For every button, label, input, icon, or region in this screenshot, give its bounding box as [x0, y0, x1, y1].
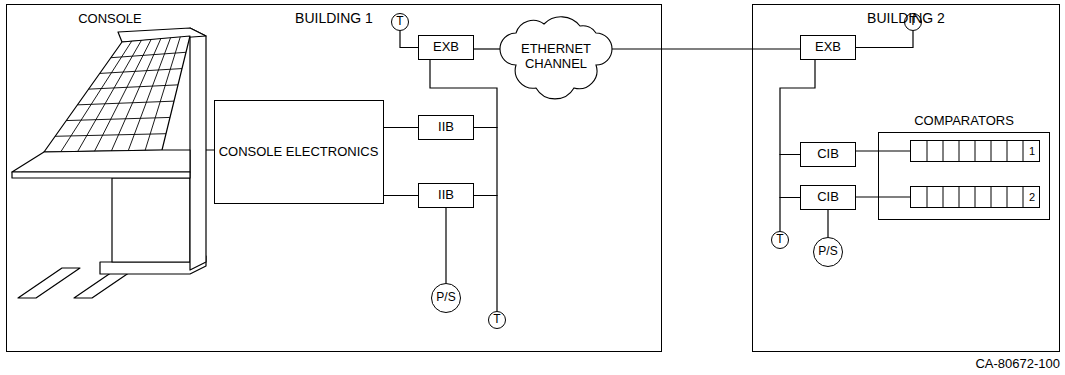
console-key-column [145, 37, 180, 150]
bus-connector [856, 196, 910, 197]
node-label: 1 [1029, 141, 1035, 161]
network-cloud: ETHERNET CHANNEL [500, 18, 612, 96]
bus-connector [780, 198, 800, 232]
console-key-column [128, 38, 170, 151]
bus-connector [400, 31, 418, 48]
node-label: IIB [438, 120, 454, 135]
console-side [190, 28, 206, 270]
building-heading: BUILDING 1 [295, 10, 373, 26]
comparator-group: COMPARATORS12 [878, 132, 1050, 220]
terminator-circle: T [391, 13, 409, 31]
node-label: T [776, 233, 783, 247]
interface-box: CIB [800, 142, 856, 167]
node-label: COMPARATORS [879, 114, 1049, 129]
console-desk [12, 150, 190, 172]
bus-connector [827, 210, 828, 237]
bus-connector [445, 208, 446, 283]
bus-connector [384, 195, 419, 196]
console-cable [206, 149, 240, 150]
bus-connector [474, 196, 497, 312]
node-label: T [493, 313, 500, 327]
interface-box: EXB [418, 35, 474, 60]
bus-connector [780, 60, 815, 155]
power-supply-circle: P/S [813, 237, 843, 267]
power-supply-circle: P/S [431, 283, 461, 313]
interface-box: EXB [800, 35, 856, 60]
comparator-cells [911, 141, 1039, 161]
node-label: EXB [815, 40, 841, 55]
interface-box: CIB [800, 185, 856, 210]
node-label: IIB [438, 188, 454, 203]
node-label: T [396, 15, 403, 29]
node-label: ETHERNET CHANNEL [514, 42, 598, 72]
console-label: CONSOLE [78, 11, 142, 26]
bus-connector [384, 127, 419, 128]
comparator-strip: 2 [910, 186, 1040, 208]
console-key-column [95, 39, 152, 151]
node-label: CIB [817, 147, 839, 162]
comparator-cells [911, 187, 1039, 207]
console-foot [18, 268, 80, 298]
bus-connector [474, 48, 500, 49]
node-label: P/S [436, 291, 455, 305]
node-label: T [909, 15, 916, 29]
bus-connector [856, 150, 910, 151]
interface-box: IIB [418, 115, 474, 140]
node-label: EXB [433, 40, 459, 55]
building-heading: BUILDING 2 [867, 10, 945, 26]
bus-connector [612, 48, 800, 49]
node-label: CONSOLE ELECTRONICS [219, 145, 379, 160]
building-outline: BUILDING 1 T EXB CONSOLE ELECTRONICS IIB IIB P… [6, 4, 662, 352]
node-label: CIB [817, 190, 839, 205]
terminator-circle: T [488, 311, 506, 329]
terminator-circle: T [771, 231, 789, 249]
console-desk-lip [12, 172, 190, 178]
bus-connector [856, 31, 913, 48]
console-key-column [78, 40, 142, 151]
bus-connector [474, 128, 497, 196]
interface-box: IIB [418, 183, 474, 208]
bus-connector [430, 60, 497, 128]
terminator-circle: T [904, 13, 922, 31]
building-outline: BUILDING 2TEXBCIBCOMPARATORS12CIBTP/S [752, 4, 1060, 352]
bus-connector [780, 155, 800, 198]
console-key-column [61, 41, 132, 152]
node-label: 2 [1029, 187, 1035, 207]
comparator-strip: 1 [910, 140, 1040, 162]
console-electronics-box: CONSOLE ELECTRONICS [214, 100, 384, 204]
cloud-outline [500, 18, 612, 96]
console-key-panel [44, 36, 190, 152]
console-lower-body [112, 178, 190, 262]
console-key-column [111, 39, 160, 151]
node-label: P/S [818, 245, 837, 259]
figure-caption: CA-80672-100 [975, 356, 1060, 371]
